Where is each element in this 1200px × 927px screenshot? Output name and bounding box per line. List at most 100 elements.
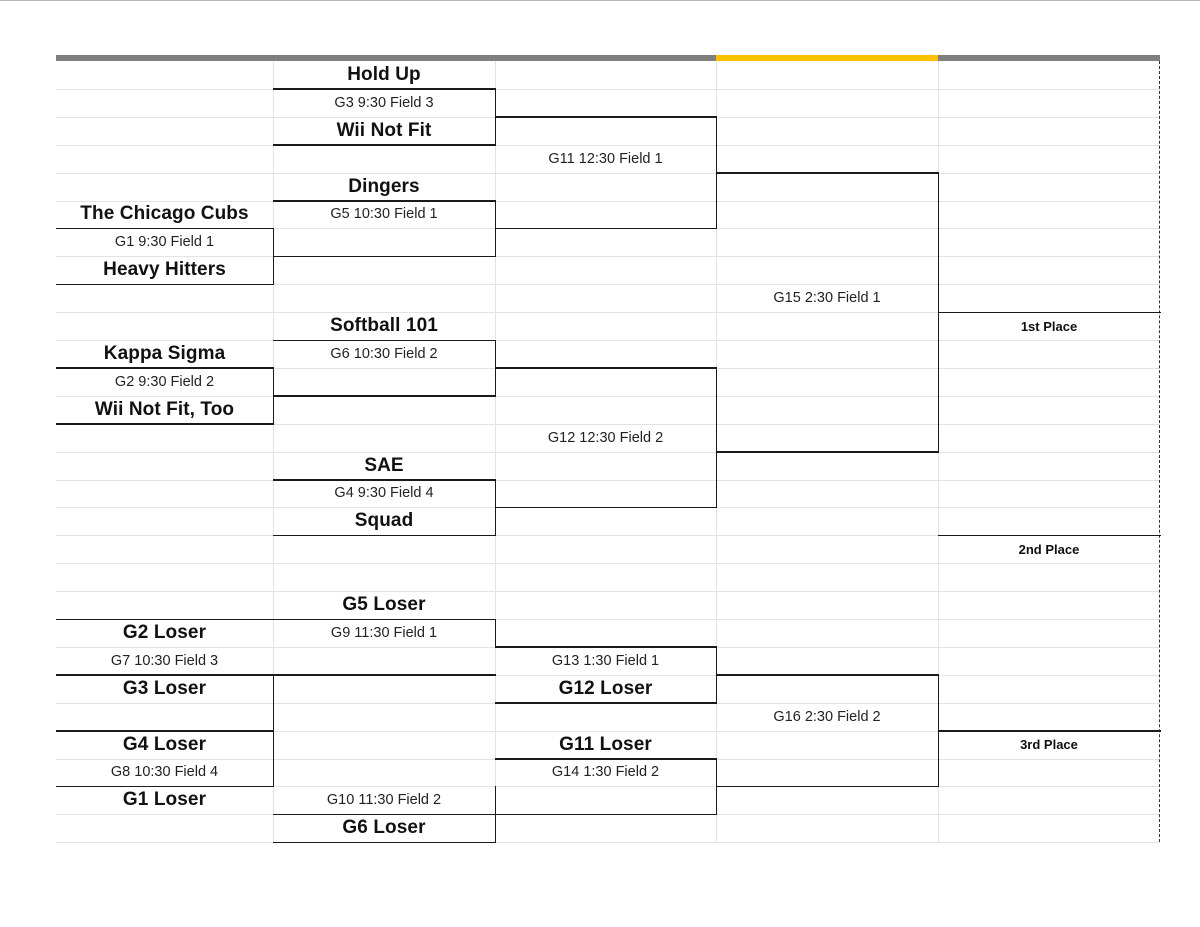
loser-g12[interactable]: G12 Loser [558, 677, 653, 699]
bracket-line [938, 730, 1161, 732]
bracket-line [495, 506, 717, 509]
bracket-line [495, 702, 717, 704]
column-header[interactable] [938, 55, 1160, 61]
game-g9-label[interactable]: G9 11:30 Field 1 [330, 624, 438, 641]
bracket-line [56, 730, 274, 732]
window-top-rule [0, 0, 1200, 1]
bracket-line [495, 227, 717, 230]
bracket-line [494, 619, 496, 648]
bracket-line [273, 200, 496, 202]
bracket-line [56, 674, 274, 676]
row-gridline [56, 284, 1160, 286]
loser-g5[interactable]: G5 Loser [342, 594, 426, 616]
bracket-line [494, 88, 496, 146]
place-third[interactable]: 3rd Place [1020, 737, 1078, 753]
bracket-line [56, 283, 274, 286]
game-g16-label[interactable]: G16 2:30 Field 2 [773, 708, 881, 725]
bracket-line [272, 367, 274, 425]
row-gridline [56, 312, 1160, 314]
loser-g2[interactable]: G2 Loser [122, 621, 207, 643]
column-header[interactable] [56, 55, 273, 61]
bracket-line [716, 674, 939, 676]
team-squad[interactable]: Squad [354, 510, 414, 532]
bracket-line [56, 423, 274, 425]
game-g10-label[interactable]: G10 11:30 Field 2 [326, 792, 442, 809]
row-gridline [56, 144, 1160, 146]
game-g7-label[interactable]: G7 10:30 Field 3 [110, 652, 219, 669]
row-gridline [56, 423, 1160, 425]
game-g5-label[interactable]: G5 10:30 Field 1 [330, 206, 438, 223]
game-g2-label[interactable]: G2 9:30 Field 2 [114, 373, 215, 390]
bracket-line [715, 116, 717, 230]
game-g1-label[interactable]: G1 9:30 Field 1 [114, 234, 215, 251]
loser-g6[interactable]: G6 Loser [342, 817, 426, 839]
team-hold-up[interactable]: Hold Up [347, 63, 421, 85]
row-gridline [56, 535, 1160, 537]
game-g11-label[interactable]: G11 12:30 Field 1 [548, 150, 663, 167]
bracket-line [938, 311, 1161, 314]
team-dingers[interactable]: Dingers [348, 175, 420, 197]
bracket-line [56, 227, 274, 230]
place-second[interactable]: 2nd Place [1018, 541, 1080, 557]
bracket-line [273, 674, 496, 676]
row-gridline [56, 395, 1160, 397]
bracket-line [273, 339, 496, 341]
bracket-line [272, 228, 274, 286]
loser-g11[interactable]: G11 Loser [559, 733, 652, 755]
bracket-line [273, 534, 496, 537]
column-header-selected[interactable] [716, 55, 938, 61]
row-gridline [56, 451, 1160, 453]
team-kappa-sigma[interactable]: Kappa Sigma [103, 342, 226, 364]
team-softball-101[interactable]: Softball 101 [330, 315, 438, 337]
bracket-line [273, 618, 496, 620]
bracket-line [716, 785, 939, 788]
row-gridline [56, 172, 1160, 174]
bracket-line [494, 479, 496, 537]
game-g14-label[interactable]: G14 1:30 Field 2 [551, 764, 660, 781]
row-gridline [56, 563, 1160, 565]
bracket-line [716, 172, 939, 174]
row-gridline [56, 786, 1160, 788]
bracket-line [56, 367, 274, 369]
bracket-line [56, 618, 274, 620]
bracket-line [494, 786, 496, 844]
bracket-line [495, 646, 717, 648]
bracket-line [495, 367, 717, 369]
game-g8-label[interactable]: G8 10:30 Field 4 [110, 764, 219, 781]
team-wii-not-fit[interactable]: Wii Not Fit [336, 119, 432, 141]
team-chicago-cubs[interactable]: The Chicago Cubs [80, 203, 249, 225]
loser-g4[interactable]: G4 Loser [122, 733, 207, 755]
bracket-line [56, 785, 274, 788]
loser-g1[interactable]: G1 Loser [122, 789, 207, 811]
row-gridline [56, 591, 1160, 593]
column-header[interactable] [495, 55, 716, 61]
team-wii-not-fit-too[interactable]: Wii Not Fit, Too [94, 398, 235, 420]
bracket-line [272, 674, 274, 732]
bracket-line [716, 451, 939, 453]
row-gridline [56, 842, 1160, 844]
loser-g3[interactable]: G3 Loser [122, 677, 207, 699]
team-sae[interactable]: SAE [364, 454, 404, 476]
row-gridline [56, 479, 1160, 481]
game-g6-label[interactable]: G6 10:30 Field 2 [330, 345, 438, 362]
bracket-line [494, 340, 496, 397]
game-g15-label[interactable]: G15 2:30 Field 1 [773, 290, 881, 307]
column-header[interactable] [273, 55, 495, 61]
bracket-line [938, 534, 1161, 537]
game-g13-label[interactable]: G13 1:30 Field 1 [551, 652, 660, 669]
team-heavy-hitters[interactable]: Heavy Hitters [103, 259, 226, 281]
bracket-line [495, 813, 717, 816]
bracket-line [273, 255, 496, 258]
row-gridline [56, 340, 1160, 341]
bracket-line [495, 758, 717, 760]
bracket-line [937, 674, 939, 788]
game-g3-label[interactable]: G3 9:30 Field 3 [334, 94, 434, 111]
game-g12-label[interactable]: G12 12:30 Field 2 [547, 429, 664, 446]
place-first[interactable]: 1st Place [1020, 318, 1078, 334]
row-gridline [56, 730, 1160, 732]
bracket-line [715, 367, 717, 509]
row-gridline [56, 619, 1160, 620]
game-g4-label[interactable]: G4 9:30 Field 4 [334, 485, 434, 502]
row-gridline [56, 256, 1160, 258]
bracket-line [273, 841, 496, 844]
